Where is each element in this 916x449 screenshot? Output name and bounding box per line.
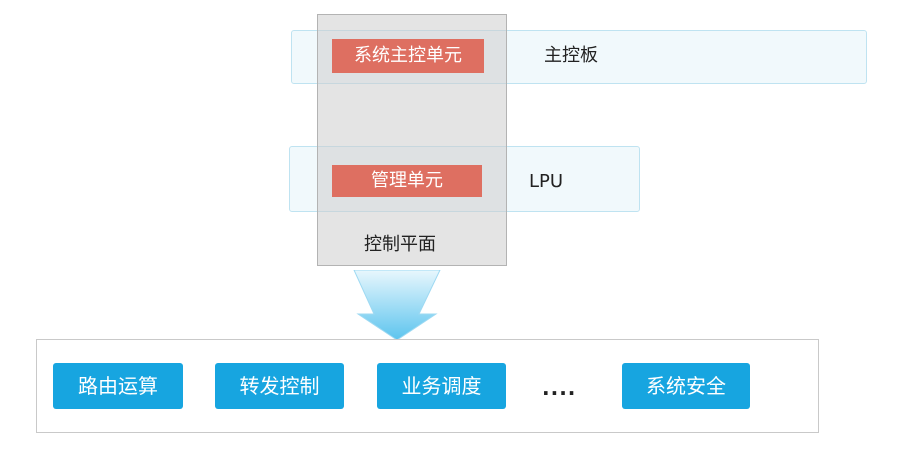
function-routing: 路由运算 — [53, 363, 183, 409]
down-arrow-icon — [353, 270, 441, 341]
more-functions-ellipsis: .... — [542, 376, 577, 400]
lpu-label: LPU — [529, 171, 564, 192]
function-system-security: 系统安全 — [622, 363, 750, 409]
control-plane-label: 控制平面 — [364, 234, 436, 255]
function-service-scheduling: 业务调度 — [377, 363, 506, 409]
management-unit: 管理单元 — [332, 165, 482, 197]
function-forwarding-control: 转发控制 — [215, 363, 344, 409]
main-board-label: 主控板 — [544, 45, 598, 66]
system-main-control-unit: 系统主控单元 — [332, 39, 484, 73]
